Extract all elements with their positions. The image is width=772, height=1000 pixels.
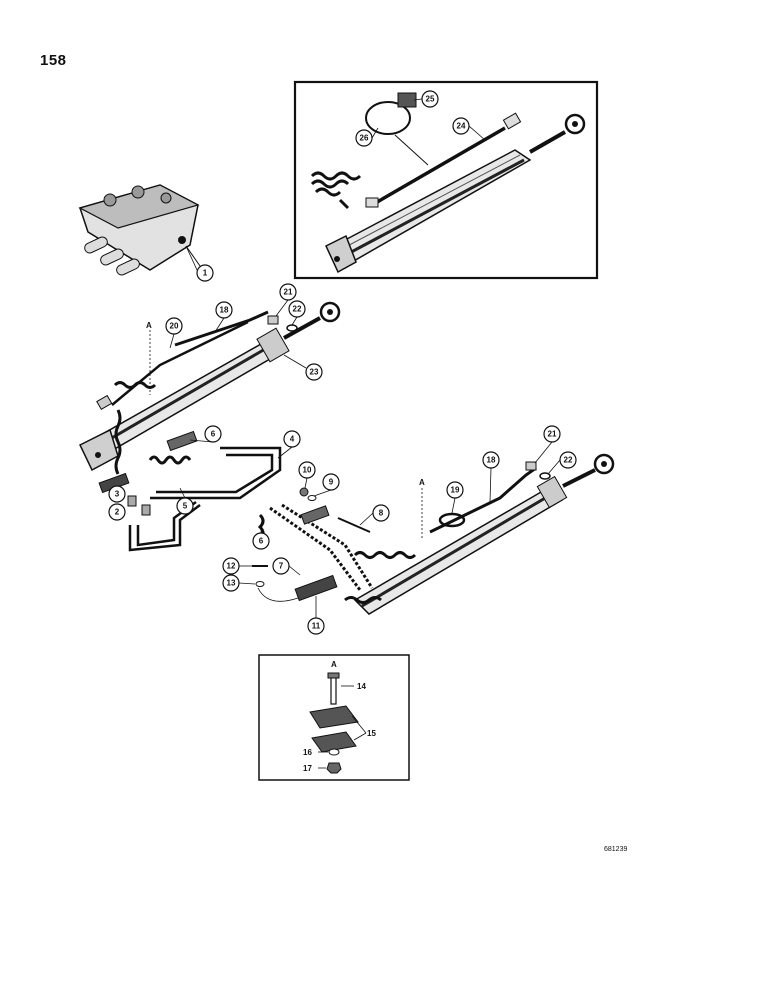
callout-8: 8 [372,504,390,522]
inset-cylinder-kit [293,80,599,280]
svg-text:1: 1 [203,269,208,278]
svg-text:21: 21 [548,430,557,439]
callout-3: 3 [108,485,126,503]
section-marker-a-right: A [419,478,425,487]
leader-lines [169,98,561,618]
callout-18-left: 18 [215,301,233,319]
callout-4: 4 [283,430,301,448]
svg-text:23: 23 [310,368,319,377]
callout-22-left: 22 [288,300,306,318]
callout-13: 13 [222,574,240,592]
detail-label-17: 17 [303,764,312,773]
svg-text:22: 22 [564,456,573,465]
page-number: 158 [40,52,67,69]
svg-text:6: 6 [211,430,216,439]
callout-20: 20 [165,317,183,335]
callout-11: 11 [307,617,325,635]
svg-text:26: 26 [360,134,369,143]
svg-text:2: 2 [115,508,120,517]
detail-label-15: 15 [367,729,376,738]
svg-text:7: 7 [279,562,284,571]
callout-18-right: 18 [482,451,500,469]
callout-9: 9 [322,473,340,491]
callout-10: 10 [298,461,316,479]
svg-text:25: 25 [426,95,435,104]
callout-24: 24 [452,117,470,135]
svg-text:18: 18 [487,456,496,465]
callout-1: 1 [196,264,214,282]
svg-text:5: 5 [183,502,188,511]
callout-7: 7 [272,557,290,575]
svg-text:24: 24 [457,122,466,131]
detail-a-inset: A 14 15 16 17 [258,654,410,781]
callout-19: 19 [446,481,464,499]
svg-text:18: 18 [220,306,229,315]
callout-2: 2 [108,503,126,521]
svg-text:11: 11 [312,622,321,631]
svg-text:21: 21 [284,288,293,297]
svg-text:19: 19 [451,486,460,495]
callout-21-left: 21 [279,283,297,301]
section-marker-a-left: A [146,321,152,330]
callout-21-right: 21 [543,425,561,443]
svg-text:12: 12 [227,562,236,571]
detail-label-14: 14 [357,682,366,691]
callout-22-right: 22 [559,451,577,469]
callout-12: 12 [222,557,240,575]
callout-6-lower: 6 [252,532,270,550]
right-lift-cylinder [344,453,615,615]
svg-text:6: 6 [259,537,264,546]
callout-23: 23 [305,363,323,381]
svg-text:9: 9 [329,478,334,487]
svg-text:13: 13 [227,579,236,588]
left-lift-cylinder [79,301,341,475]
svg-text:10: 10 [303,466,312,475]
callout-6-upper: 6 [204,425,222,443]
detail-a-marker: A [331,660,337,669]
callout-26: 26 [355,129,373,147]
svg-text:20: 20 [170,322,179,331]
detail-label-16: 16 [303,748,312,757]
callout-25: 25 [421,90,439,108]
control-valve [78,184,201,276]
svg-text:22: 22 [293,305,302,314]
callout-5: 5 [176,497,194,515]
illustration-code: 681239 [604,846,628,853]
svg-text:3: 3 [115,490,120,499]
svg-text:8: 8 [379,509,384,518]
svg-text:4: 4 [290,435,295,444]
